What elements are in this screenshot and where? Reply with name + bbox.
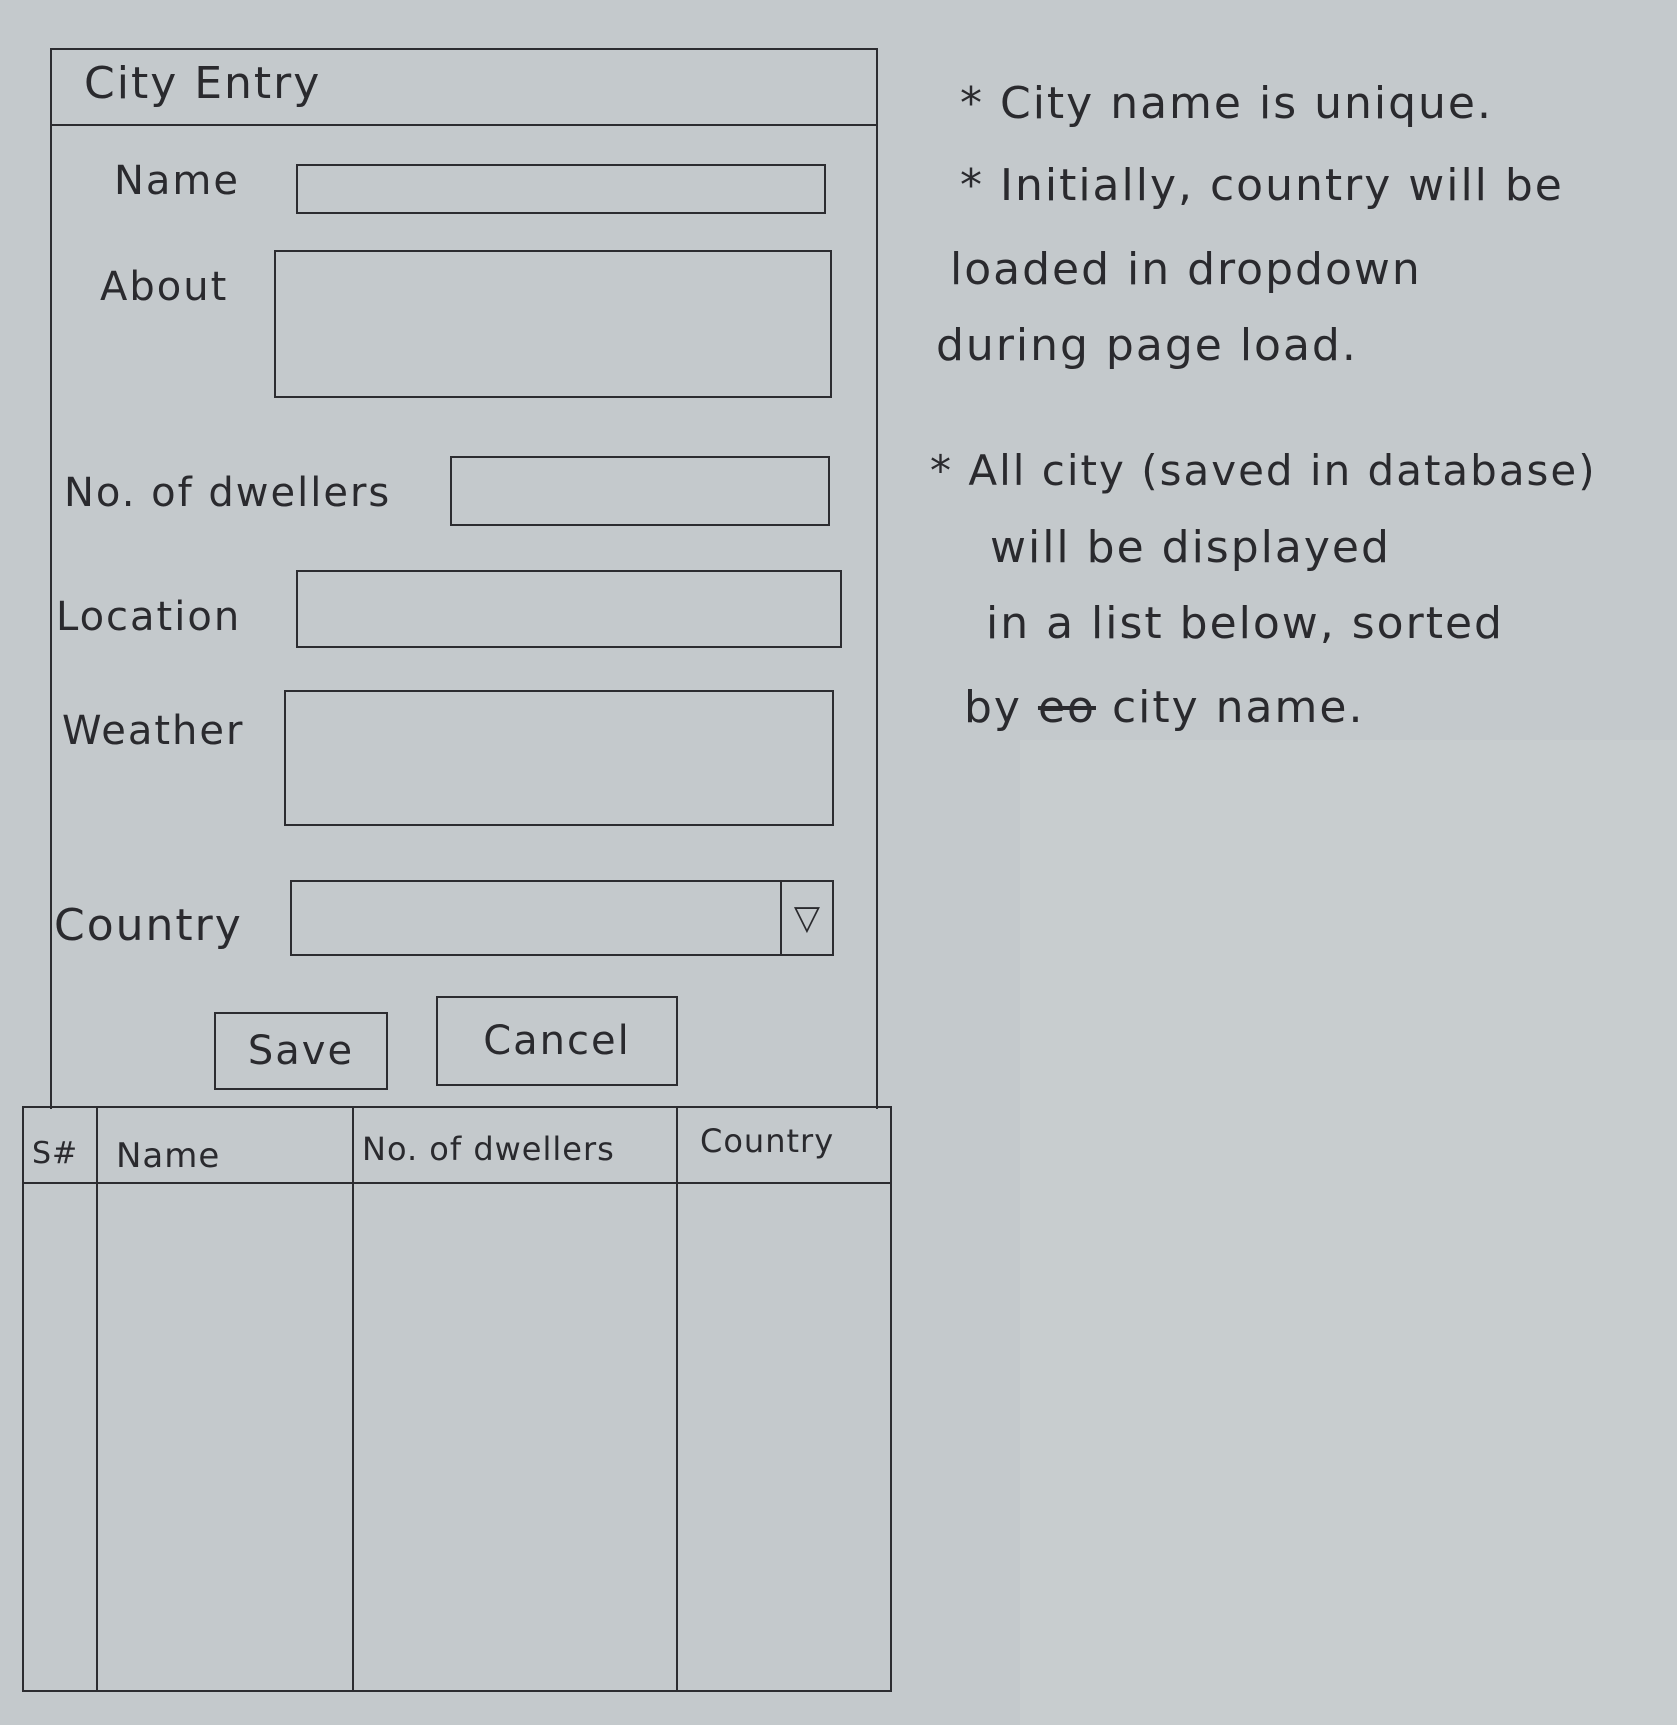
column-divider-3	[676, 1106, 678, 1692]
note-line-3: loaded in dropdown	[950, 244, 1422, 295]
column-header-country: Country	[700, 1122, 835, 1160]
note-line-2: * Initially, country will be	[960, 160, 1564, 211]
location-label: Location	[56, 594, 242, 640]
save-button[interactable]: Save	[214, 1012, 388, 1090]
note-line-7: in a list below, sorted	[986, 598, 1504, 649]
window-title: City Entry	[84, 58, 322, 109]
note-line-8-struck: eo	[1037, 682, 1096, 733]
paper-background	[1020, 740, 1677, 1725]
note-line-6: will be displayed	[990, 522, 1391, 573]
column-header-dwellers: No. of dwellers	[362, 1130, 615, 1168]
note-line-5: * All city (saved in database)	[930, 446, 1597, 495]
name-label: Name	[114, 158, 241, 204]
location-input[interactable]	[296, 570, 842, 648]
column-divider-2	[352, 1106, 354, 1692]
column-divider-1	[96, 1106, 98, 1692]
frame-right-edge	[876, 124, 878, 1109]
country-dropdown[interactable]: ▽	[290, 880, 834, 956]
country-label: Country	[54, 900, 243, 951]
about-label: About	[100, 264, 229, 310]
note-line-4: during page load.	[936, 320, 1358, 371]
note-line-8-suffix: city name.	[1111, 682, 1365, 733]
dwellers-label: No. of dwellers	[64, 470, 392, 516]
cancel-button[interactable]: Cancel	[436, 996, 678, 1086]
weather-label: Weather	[62, 708, 245, 754]
title-bar	[50, 48, 878, 126]
column-header-name: Name	[116, 1136, 221, 1176]
note-line-8: by eo city name.	[964, 682, 1364, 733]
table-frame	[22, 1106, 892, 1692]
about-textarea[interactable]	[274, 250, 832, 398]
frame-left-edge	[50, 124, 52, 1109]
column-header-serial: S#	[32, 1136, 79, 1171]
weather-textarea[interactable]	[284, 690, 834, 826]
name-input[interactable]	[296, 164, 826, 214]
note-line-1: * City name is unique.	[960, 78, 1493, 129]
chevron-down-icon[interactable]: ▽	[780, 882, 832, 954]
table-header-divider	[22, 1182, 892, 1184]
dwellers-input[interactable]	[450, 456, 830, 526]
note-line-8-prefix: by	[964, 682, 1022, 733]
